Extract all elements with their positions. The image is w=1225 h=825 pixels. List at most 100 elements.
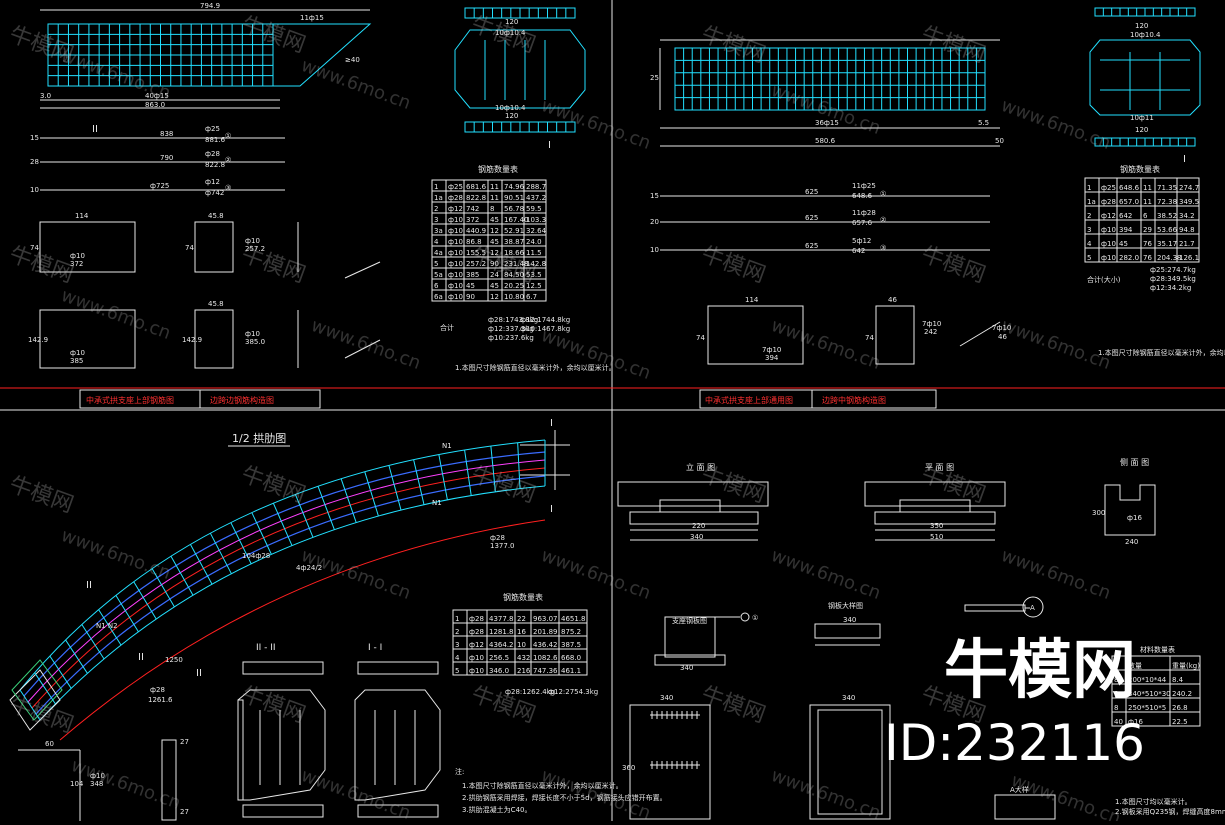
bl-section-ii-title: II - II — [256, 643, 276, 653]
arch-stirrup — [19, 689, 41, 721]
bl-table-cell: 4377.8 — [489, 615, 514, 623]
tr-table-cell: 4 — [1087, 240, 1092, 248]
tl-table-cell: 12 — [490, 293, 499, 301]
tr-table-cell: 21.7 — [1179, 240, 1195, 248]
tl-st2-w: 45.8 — [208, 212, 224, 220]
tl-table-cell: 3a — [434, 227, 443, 235]
tr-st1-sub: 394 — [765, 354, 779, 362]
tl-table-cell: ф10 — [448, 260, 463, 268]
tr-total1: ф25:274.7kg — [1150, 266, 1196, 274]
tl-table-cell: 86.8 — [466, 238, 482, 246]
tl-table-cell: ф10 — [448, 293, 463, 301]
tl-section-mark-i: I — [548, 140, 551, 151]
watermark-18: www.6mo.cn — [768, 315, 883, 374]
tr-table-cell: 76 — [1143, 254, 1152, 262]
tl-table-cell: 24 — [490, 271, 499, 279]
bl-mark-ii-c: II — [196, 668, 202, 679]
tl-st2-h: 74 — [185, 244, 194, 252]
tr-table-cell: 642 — [1119, 212, 1132, 220]
bl-table-cell: ф12 — [469, 641, 484, 649]
watermark-21: 牛模网 — [6, 472, 77, 518]
tl-table-cell: 90.51 — [504, 194, 524, 202]
tl-dim-top: 794.9 — [200, 2, 220, 10]
bl-label-n1n2: N1 N2 — [96, 622, 118, 630]
tr-table-cell: 6 — [1143, 212, 1148, 220]
tl-table-cell: ф10 — [448, 282, 463, 290]
tr-cross-section: 120 10ф10.4 10ф11 120 I — [1089, 7, 1201, 165]
br-table-title: 材料数量表 — [1140, 645, 1175, 654]
tr-bar3-num: ③ — [880, 244, 886, 252]
tr-note: 1.本图尺寸除钢筋直径以毫米计外，余均以厘米计。 — [1098, 348, 1225, 357]
tr-table-cell: 1a — [1087, 198, 1096, 206]
tl-table-cell: 6.7 — [526, 293, 537, 301]
tr-st2-w: 46 — [888, 296, 897, 304]
tl-table-cell: 24.0 — [526, 238, 542, 246]
arch-stirrup — [151, 568, 175, 608]
tr-table-total: 合计(大小) — [1087, 275, 1121, 284]
tl-total4: ф10:1467.8kg — [520, 325, 570, 333]
tl-table-cell: 38.87 — [504, 238, 524, 246]
br-plate-detail: 钢板大样图 340 A — [814, 596, 1044, 646]
tl-table-cell: 52.91 — [504, 227, 524, 235]
bl-mark-ii-a: II — [86, 580, 92, 591]
arch-stirrup — [464, 449, 472, 496]
tl-bar1-num: ① — [225, 132, 231, 140]
tr-bar2-len: 625 — [805, 214, 818, 222]
logo-id: ID:232116 — [884, 714, 1145, 772]
tl-table-cell: 681.6 — [466, 183, 487, 191]
arch-stirrup — [65, 639, 88, 674]
tl-st4-h: 142.9 — [182, 336, 202, 344]
br-dim-340: 340 — [690, 533, 703, 541]
tl-bar-list: 838 ф25 881.6 ① 790 ф28 822.8 ② ф725 ф12… — [30, 125, 285, 197]
tl-left-dim2: 28 — [30, 158, 39, 166]
tl-st4-w: 45.8 — [208, 300, 224, 308]
tl-bar2-sub: 822.8 — [205, 161, 225, 169]
bl-section-i: I - I — [354, 643, 441, 818]
tl-st3-sub: 385 — [70, 357, 83, 365]
tl-table-cell: 12 — [490, 227, 499, 235]
tr-table-cell: 34.2 — [1179, 212, 1195, 220]
tr-table-cell: 5 — [1087, 254, 1091, 262]
br-table-cell: 8 — [1114, 704, 1118, 712]
tl-bar1-label: ф25 — [205, 125, 220, 133]
bl-label-4f24: 4ф24/2 — [296, 564, 322, 572]
tr-st1-w: 114 — [745, 296, 759, 304]
tr-stirrups: 114 74 7ф10 394 46 74 7ф10 242 7ф10 46 — [696, 296, 1011, 365]
bl-table-cell: 1281.8 — [489, 628, 514, 636]
tl-dim-bottom-a: 40ф15 — [145, 92, 169, 100]
watermark-30: www.6mo.cn — [998, 545, 1113, 604]
bl-table-cell: 436.42 — [533, 641, 558, 649]
tl-bar3-num: ③ — [225, 184, 231, 192]
watermark-8: www.6mo.cn — [768, 80, 883, 139]
tl-bar2-len: 790 — [160, 154, 173, 162]
tl-table-cell: 4 — [434, 238, 439, 246]
watermark-5: 牛模网 — [468, 12, 539, 58]
tr-st2-label: 7ф10 — [922, 320, 941, 328]
br-note-1: 1.本图尺寸均以毫米计。 — [1115, 797, 1192, 806]
arch-stirrup — [413, 459, 425, 505]
tr-left-dim2: 20 — [650, 218, 659, 226]
watermark-20: www.6mo.cn — [998, 315, 1113, 374]
watermark-14: www.6mo.cn — [308, 315, 423, 374]
watermark-16: www.6mo.cn — [538, 325, 653, 384]
watermark-40: www.6mo.cn — [1008, 770, 1123, 821]
tr-st1-label: 7ф10 — [762, 346, 781, 354]
watermark-9: 牛模网 — [918, 22, 989, 68]
tr-st1-h: 74 — [696, 334, 705, 342]
bl-table-cell: ф28 — [469, 628, 484, 636]
panel-top-left: 794.9 11ф15 ≥40 40ф15 863.0 3.0 II I 120… — [28, 2, 616, 405]
tr-bar3-sub: 642 — [852, 247, 865, 255]
tl-bar3-len: ф725 — [150, 182, 169, 190]
tl-table-cell: 32.64 — [526, 227, 547, 235]
arch-stirrup — [170, 555, 194, 596]
tr-table-cell: 126.1 — [1179, 254, 1199, 262]
watermark-23: 牛模网 — [238, 462, 309, 508]
bl-table-cell: 2 — [455, 628, 459, 636]
tl-st4-label: ф10 — [245, 330, 260, 338]
tl-table-cell: 11 — [490, 194, 499, 202]
br-table-cell: 数量 — [1128, 661, 1142, 670]
bl-table-cell: 16 — [517, 628, 526, 636]
br-view-3-title: 侧 面 图 — [1120, 457, 1149, 467]
tl-table-cell: 6 — [434, 282, 439, 290]
bl-notes: 注: 1.本图尺寸除钢筋直径以毫米计外，余均以厘米计。 2.拱肋钢筋采用焊接，焊… — [455, 767, 667, 814]
